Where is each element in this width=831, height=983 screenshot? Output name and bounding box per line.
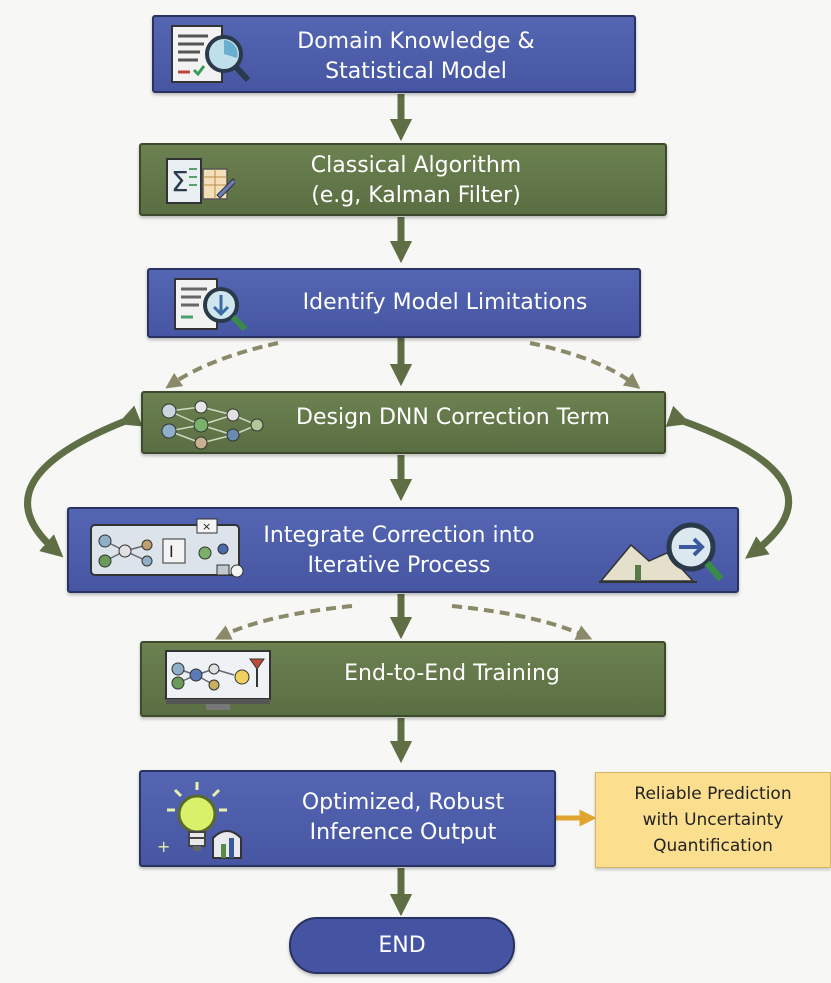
step-classical-algorithm-label: Classical Algorithm (e.g, Kalman Filter)	[310, 153, 522, 208]
step-integrate-correction: I × Integrate Correction into Iterative …	[67, 507, 739, 593]
dashed-arrows	[165, 341, 641, 640]
reliable-prediction-note: Reliable Prediction with Uncertainty Qua…	[595, 772, 831, 868]
monitor-network-icon	[162, 647, 274, 713]
dashed-arrow-left-1	[165, 341, 279, 389]
document-download-magnifier-icon	[171, 275, 251, 335]
svg-text:×: ×	[202, 520, 211, 533]
svg-text:I: I	[169, 542, 174, 561]
lightbulb-icon: +	[153, 780, 263, 862]
note-line-2: with Uncertainty	[642, 810, 784, 830]
note-line-1: Reliable Prediction	[634, 784, 792, 804]
feedback-arrow-right	[665, 405, 793, 559]
step-end-to-end-training-label: End-to-End Training	[344, 661, 560, 686]
network-panel-icon: I ×	[87, 517, 247, 585]
sigma-table-icon: Σ	[165, 155, 237, 207]
dashed-arrow-left-2	[214, 604, 353, 640]
step-design-dnn: Design DNN Correction Term	[141, 391, 666, 454]
document-magnifier-icon	[168, 22, 254, 88]
end-terminal: END	[289, 917, 515, 974]
feedback-arrows	[24, 405, 793, 559]
step-classical-algorithm: Σ Classical Algorithm (e.g, Kalman Filte…	[139, 143, 667, 216]
step-domain-knowledge: Domain Knowledge & Statistical Model	[152, 15, 636, 93]
magnifier-arrow-icon	[597, 517, 727, 587]
dashed-arrow-right-1	[529, 341, 641, 389]
step-end-to-end-training: End-to-End Training	[140, 641, 666, 717]
step-domain-knowledge-label: Domain Knowledge & Statistical Model	[297, 29, 535, 84]
svg-text:+: +	[157, 837, 170, 856]
step-optimized-output: + Optimized, Robust Inference Output	[139, 770, 556, 867]
svg-text:Σ: Σ	[171, 165, 189, 198]
step-integrate-correction-label: Integrate Correction into Iterative Proc…	[263, 523, 535, 578]
step-identify-limitations: Identify Model Limitations	[147, 268, 641, 338]
neural-network-icon	[157, 397, 267, 451]
feedback-arrow-left	[24, 405, 143, 558]
step-design-dnn-label: Design DNN Correction Term	[296, 405, 610, 430]
step-identify-limitations-label: Identify Model Limitations	[302, 290, 588, 315]
dashed-arrow-right-2	[451, 604, 593, 640]
note-line-3: Quantification	[653, 836, 773, 856]
end-label: END	[378, 933, 426, 958]
step-optimized-output-label: Optimized, Robust Inference Output	[301, 790, 505, 845]
